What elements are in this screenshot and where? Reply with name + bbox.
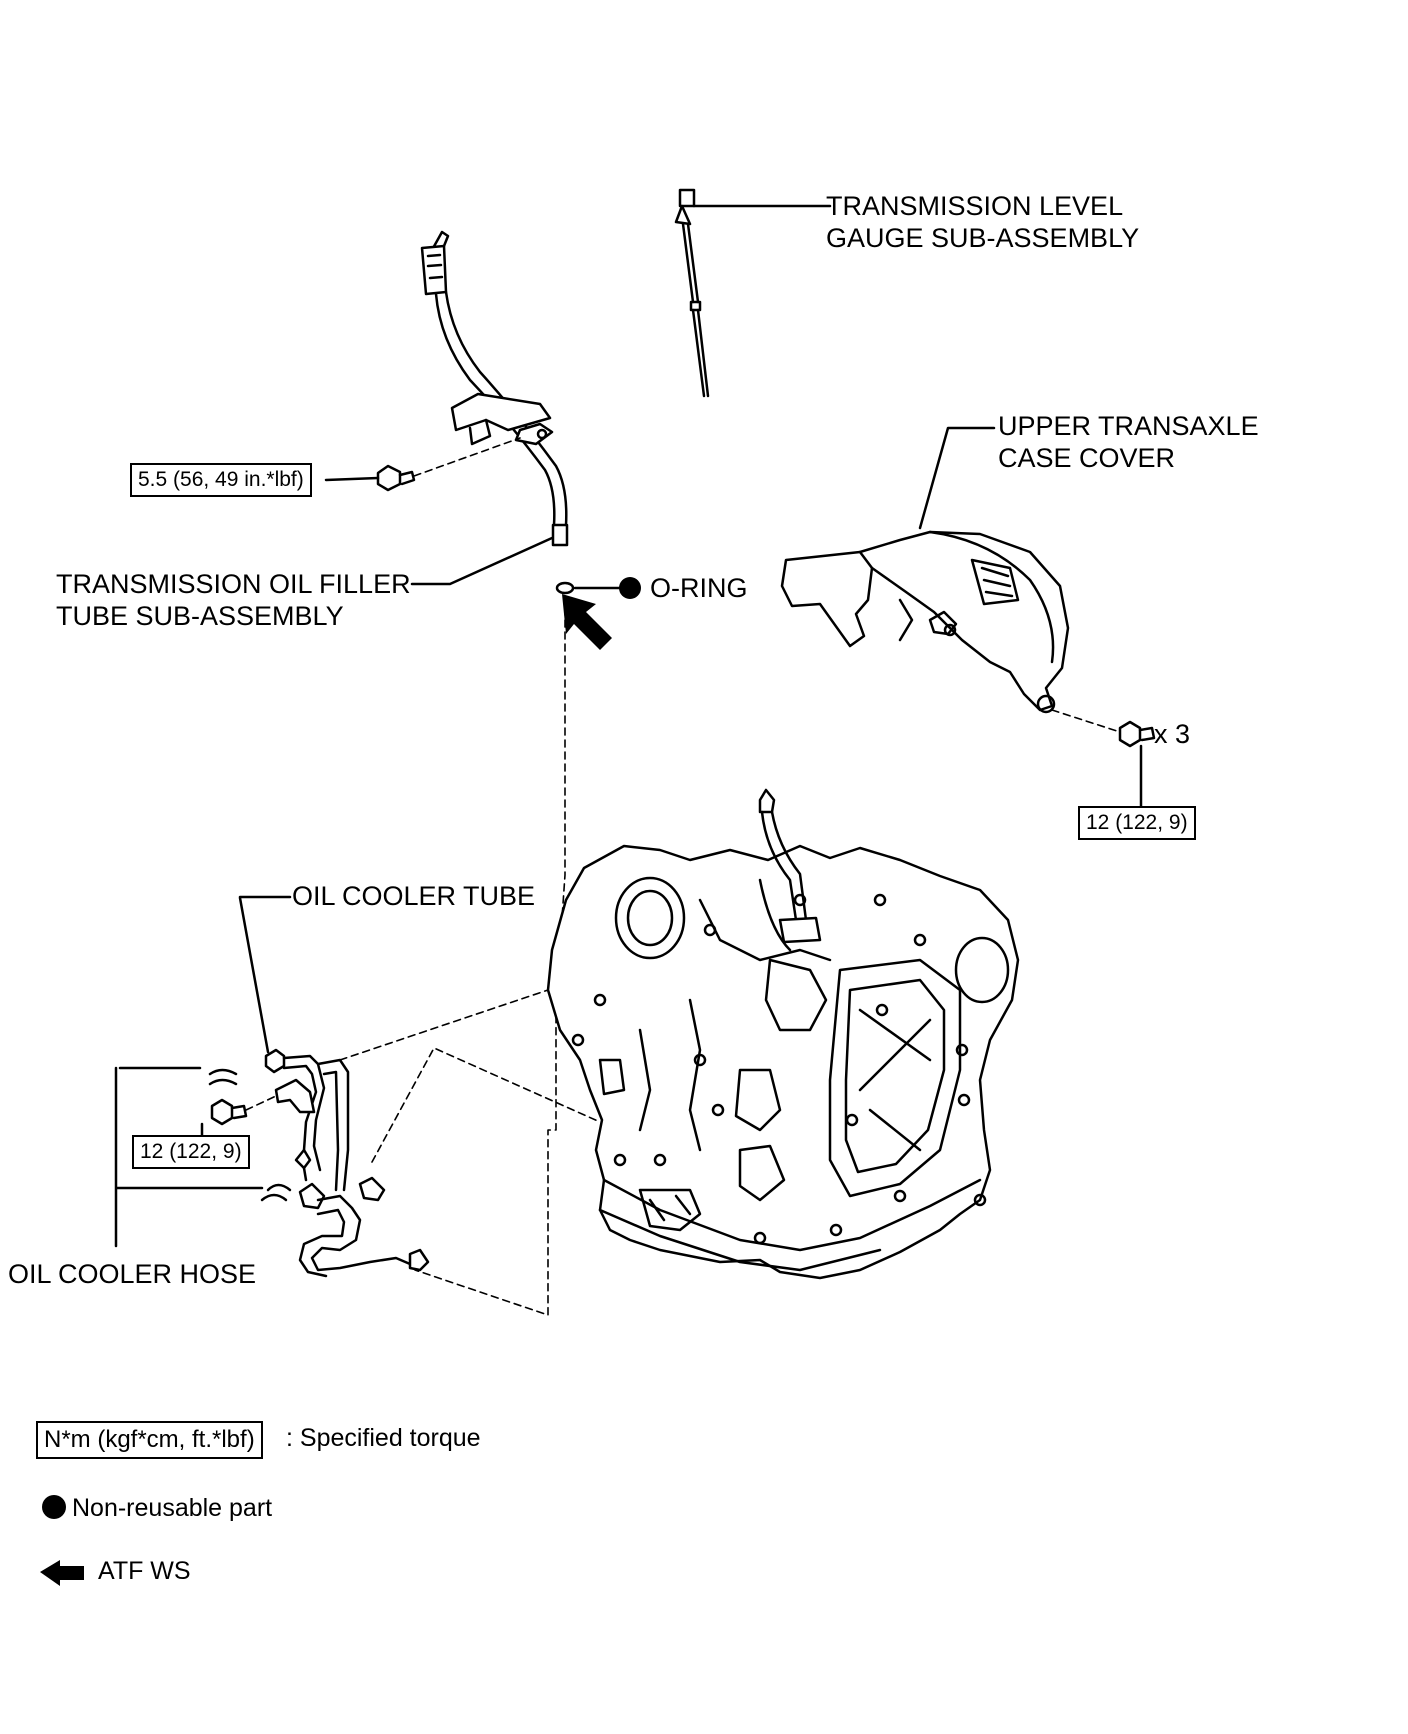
oil-filler-tube [420,230,569,547]
upper-case-cover [780,530,1070,714]
legend-torque-desc: : Specified torque [286,1424,481,1452]
case-cover-bolt [1118,720,1156,748]
legend-non-reusable-text: Non-reusable part [72,1494,273,1522]
oil-cooler-tube-label: OIL COOLER TUBE [292,881,536,911]
upper-cover-label-line1: UPPER TRANSAXLE [998,411,1259,441]
level-gauge [674,188,710,398]
torque-box-case-cover: 12 (122, 9) [1078,806,1196,840]
oil-cooler-hose-label: OIL COOLER HOSE [8,1259,257,1289]
legend-non-reusable: Non-reusable part [42,1492,272,1525]
torque-box-cooler-tube: 12 (122, 9) [132,1135,250,1169]
legend-arrow-icon [40,1560,84,1586]
filler-tube-label-line1: TRANSMISSION OIL FILLER [56,569,411,599]
legend-torque-box: N*m (kgf*cm, ft.*lbf) [36,1421,263,1459]
o-ring-nonreusable-dot [619,577,641,599]
oil-cooler-tube-assembly [208,1048,430,1278]
filler-tube-label-line2: TUBE SUB-ASSEMBLY [56,601,344,631]
upper-cover-label-line2: CASE COVER [998,443,1176,473]
filler-tube-bolt [376,464,416,492]
cooler-tube-bolt [210,1098,248,1126]
o-ring-label: O-RING [650,573,748,603]
bolt-quantity-label: x 3 [1154,719,1191,749]
level-gauge-label-line1: TRANSMISSION LEVEL [826,191,1124,221]
legend-atf-text: ATF WS [98,1557,191,1585]
transaxle-assembly [546,788,1020,1280]
torque-box-filler-tube: 5.5 (56, 49 in.*lbf) [130,463,312,497]
level-gauge-label-line2: GAUGE SUB-ASSEMBLY [826,223,1140,253]
non-reusable-dot-icon [42,1495,66,1519]
o-ring-part [555,581,575,595]
atf-arrow-icon [562,594,612,650]
